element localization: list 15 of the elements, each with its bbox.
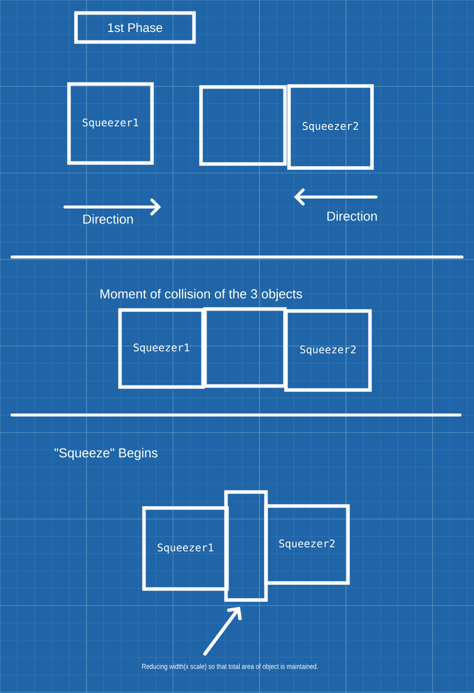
labeled-box: Squeezer1 xyxy=(142,506,229,591)
phase-title-box: 1st Phase xyxy=(74,11,196,44)
box xyxy=(203,307,287,388)
labeled-box: Squeezer1 xyxy=(67,82,154,165)
text-label: Direction xyxy=(327,211,377,221)
leader-arrow xyxy=(203,606,242,656)
labeled-box: Squeezer2 xyxy=(284,309,372,392)
text-label: "Squeeze" Begins xyxy=(54,448,158,460)
labeled-box: Squeezer2 xyxy=(287,84,374,170)
box xyxy=(199,85,287,166)
text-label: Direction xyxy=(83,214,133,224)
text-label: Moment of collision of the 3 objects xyxy=(100,288,302,302)
labeled-box: Squeezer2 xyxy=(264,504,350,585)
labeled-box: Squeezer1 xyxy=(118,308,205,389)
box xyxy=(224,490,268,602)
